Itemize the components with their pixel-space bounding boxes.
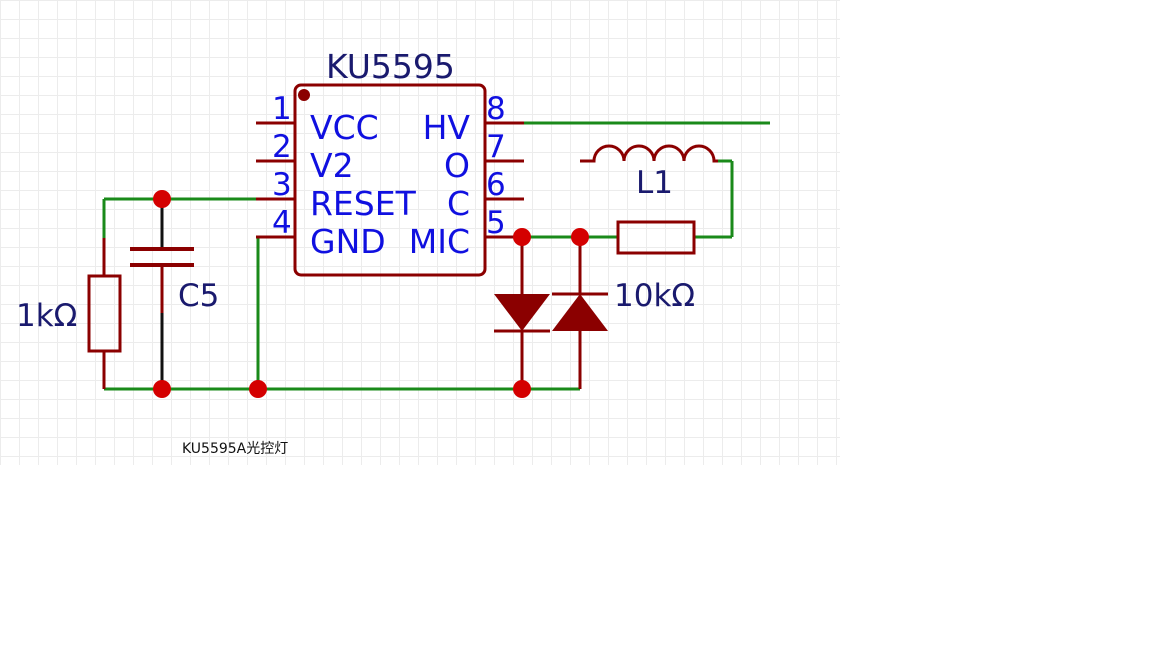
inductor-l1-coil <box>580 144 718 163</box>
diode-d2 <box>552 292 608 331</box>
ic-pin1-marker <box>298 89 310 101</box>
resistor-10k-body <box>616 220 696 255</box>
junction-dot <box>571 228 589 246</box>
pin-1-number: 1 <box>272 91 292 127</box>
diagram-caption: KU5595A光控灯 <box>182 441 289 457</box>
wires <box>102 121 770 391</box>
junction-dot <box>153 190 171 208</box>
resistor-1k-body <box>87 274 122 353</box>
pin-3-number: 3 <box>272 167 292 203</box>
pin-2-number: 2 <box>272 129 292 165</box>
diode-d1 <box>494 294 550 333</box>
junctions <box>153 190 589 398</box>
ic-body <box>293 83 487 277</box>
pin-3-label: RESET <box>310 184 417 223</box>
junction-dot <box>249 380 267 398</box>
pin-1-label: VCC <box>310 108 379 147</box>
pin-7-number: 7 <box>486 129 506 165</box>
pin-7-label: O <box>444 146 470 185</box>
junction-dot <box>513 228 531 246</box>
ic-name-label: KU5595 <box>326 47 455 86</box>
resistor-1k-label: 1kΩ <box>16 298 77 334</box>
component-leads <box>102 121 582 389</box>
pin-4-label: GND <box>310 222 386 261</box>
pin-8-number: 8 <box>486 91 506 127</box>
pin-5-number: 5 <box>486 205 506 241</box>
inductor-label: L1 <box>636 165 673 201</box>
pin-6-number: 6 <box>486 167 506 203</box>
pin-5-label: MIC <box>409 222 470 261</box>
capacitor-label: C5 <box>178 278 219 314</box>
resistor-10k-label: 10kΩ <box>614 278 695 314</box>
pin-2-label: V2 <box>310 146 354 185</box>
pin-6-label: C <box>447 184 470 223</box>
junction-dot <box>513 380 531 398</box>
pin-4-number: 4 <box>272 205 292 241</box>
pin-8-label: HV <box>423 108 471 147</box>
junction-dot <box>153 380 171 398</box>
